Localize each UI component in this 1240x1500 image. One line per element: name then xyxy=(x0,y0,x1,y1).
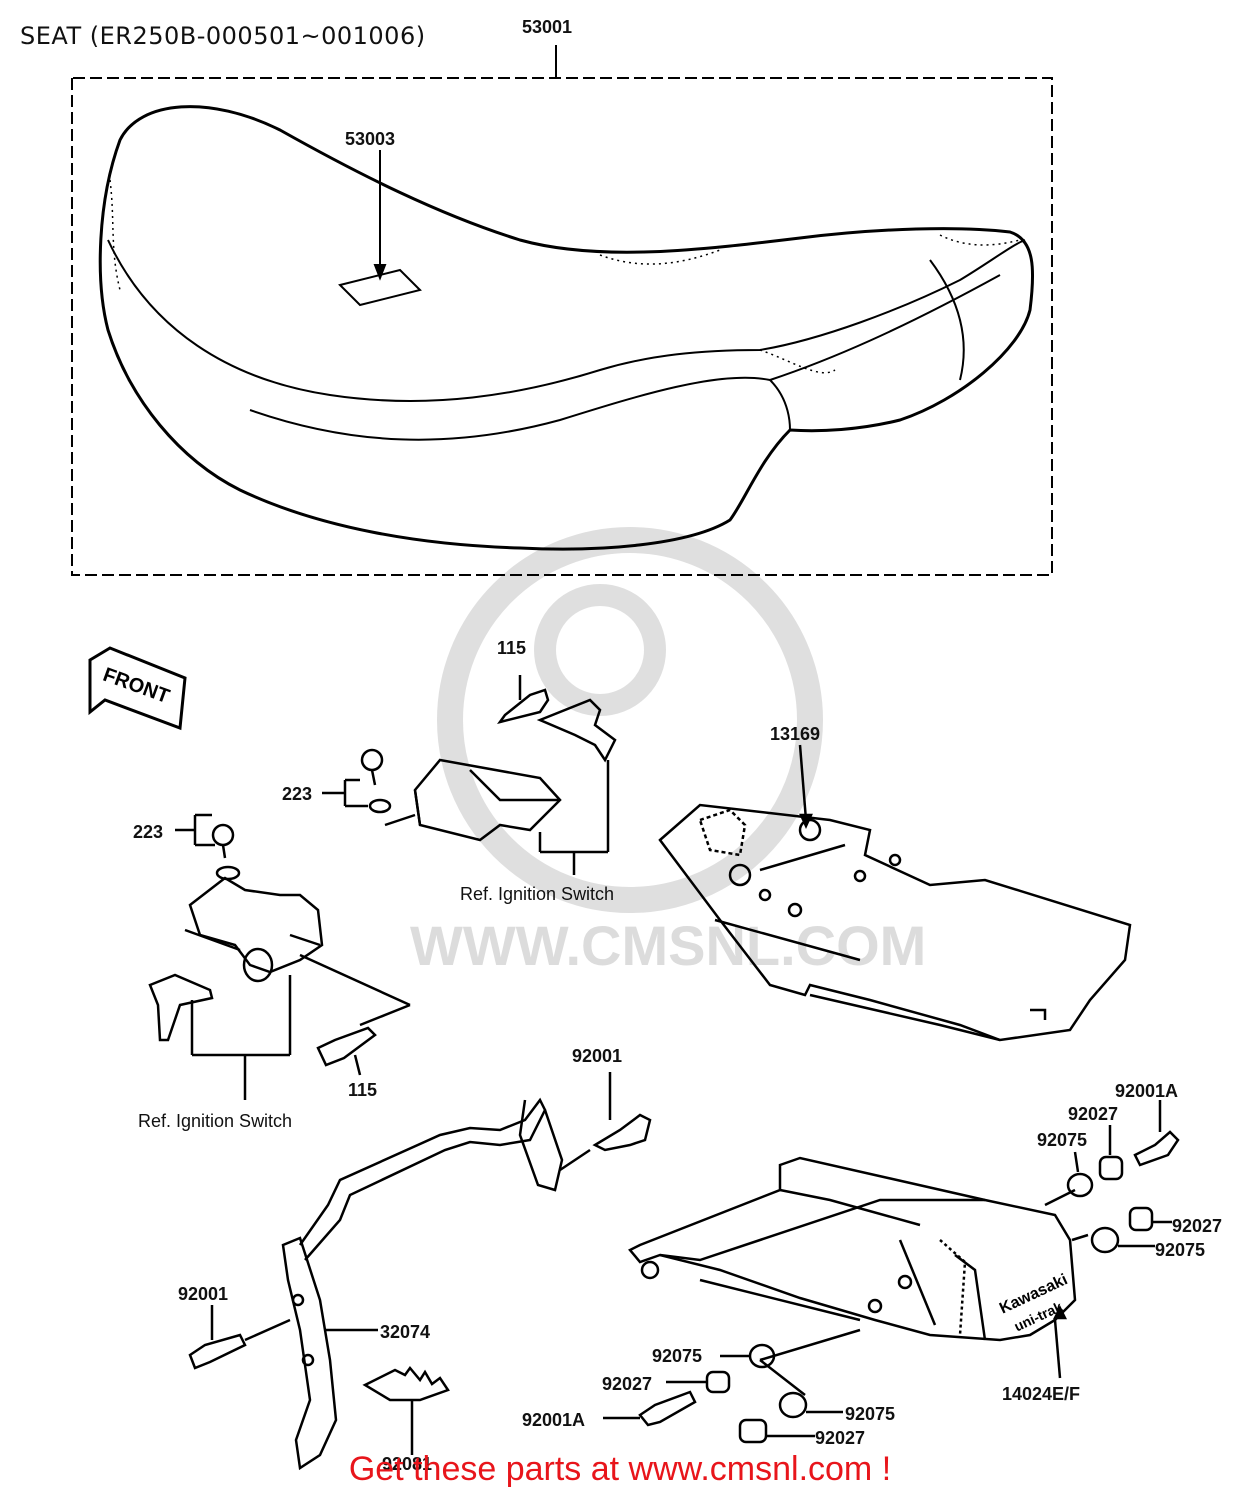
part-92027-c-label: 92027 xyxy=(602,1374,652,1394)
grab-rail-decal: Kawasaki uni-trak xyxy=(997,1271,1070,1334)
part-92001A-top-label: 92001A xyxy=(1115,1081,1178,1101)
footer-link[interactable]: Get these parts at www.cmsnl.com ! xyxy=(348,1450,892,1488)
seat-lock-lower xyxy=(148,813,411,1100)
part-92001-top-label: 92001 xyxy=(572,1046,622,1066)
part-32074-label: 32074 xyxy=(380,1322,430,1342)
part-115-top-label: 115 xyxy=(497,638,526,658)
assembly-box xyxy=(71,77,1053,576)
seat-assembly xyxy=(71,45,1053,576)
page-title: SEAT (ER250B-000501~001006) xyxy=(20,22,426,50)
part-53001-label: 53001 xyxy=(522,17,572,37)
part-92081-label: 92081 xyxy=(382,1454,432,1474)
watermark-text: WWW.CMSNL.COM xyxy=(410,914,926,977)
seat-tray-13169 xyxy=(658,744,1132,1042)
part-92027-d-label: 92027 xyxy=(815,1428,865,1448)
part-223-b-label: 223 xyxy=(133,822,163,842)
part-92075-d-label: 92075 xyxy=(845,1404,895,1424)
rail-fasteners xyxy=(603,1100,1180,1444)
part-14024-label: 14024E/F xyxy=(1002,1384,1080,1404)
ref-ignition-switch-bottom: Ref. Ignition Switch xyxy=(138,1111,292,1131)
part-92001-left-label: 92001 xyxy=(178,1284,228,1304)
seat-lock-upper xyxy=(322,675,617,875)
part-53003-label: 53003 xyxy=(345,129,395,149)
part-92001A-bottom-label: 92001A xyxy=(522,1410,585,1430)
grab-rail-14024 xyxy=(628,1156,1089,1396)
part-92075-c-label: 92075 xyxy=(652,1346,702,1366)
seat-outline xyxy=(98,105,1035,551)
part-92027-a-label: 92027 xyxy=(1068,1104,1118,1124)
part-92075-a-label: 92075 xyxy=(1037,1130,1087,1150)
ref-ignition-switch-top: Ref. Ignition Switch xyxy=(460,884,614,904)
part-115-bottom-label: 115 xyxy=(348,1080,377,1100)
part-92027-b-label: 92027 xyxy=(1172,1216,1222,1236)
front-marker: FRONT xyxy=(88,646,187,731)
part-223-a-label: 223 xyxy=(282,784,312,804)
part-92075-b-label: 92075 xyxy=(1155,1240,1205,1260)
cmsnl-watermark: WWW.CMSNL.COM xyxy=(410,527,926,977)
part-13169-label: 13169 xyxy=(770,724,820,744)
seat-hinge-rod xyxy=(188,1072,652,1471)
